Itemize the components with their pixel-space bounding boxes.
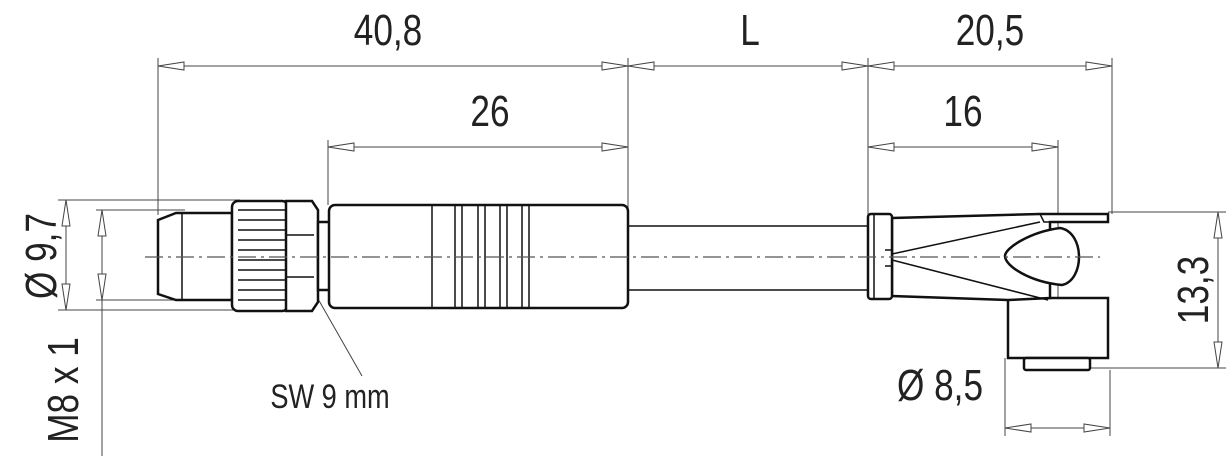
wrench-size-label: SW 9 mm <box>270 377 389 416</box>
dimension-labels: 40,8 L 20,5 26 16 Ø 9,7 M8 x 1 13,3 Ø 8,… <box>17 6 1218 442</box>
right-connector <box>866 212 1110 372</box>
dim-cable-length: L <box>740 6 760 55</box>
dim-overall-left: 40,8 <box>354 6 422 55</box>
dim-diameter-right: Ø 8,5 <box>897 361 983 410</box>
dim-body-left: 26 <box>470 87 509 136</box>
dim-thread: M8 x 1 <box>39 337 88 443</box>
cable <box>628 225 868 291</box>
dim-overall-right: 20,5 <box>956 6 1024 55</box>
dim-body-right: 16 <box>943 87 982 136</box>
dim-diameter-left: Ø 9,7 <box>17 213 66 299</box>
dim-height-right: 13,3 <box>1169 256 1218 324</box>
left-connector <box>156 199 630 313</box>
